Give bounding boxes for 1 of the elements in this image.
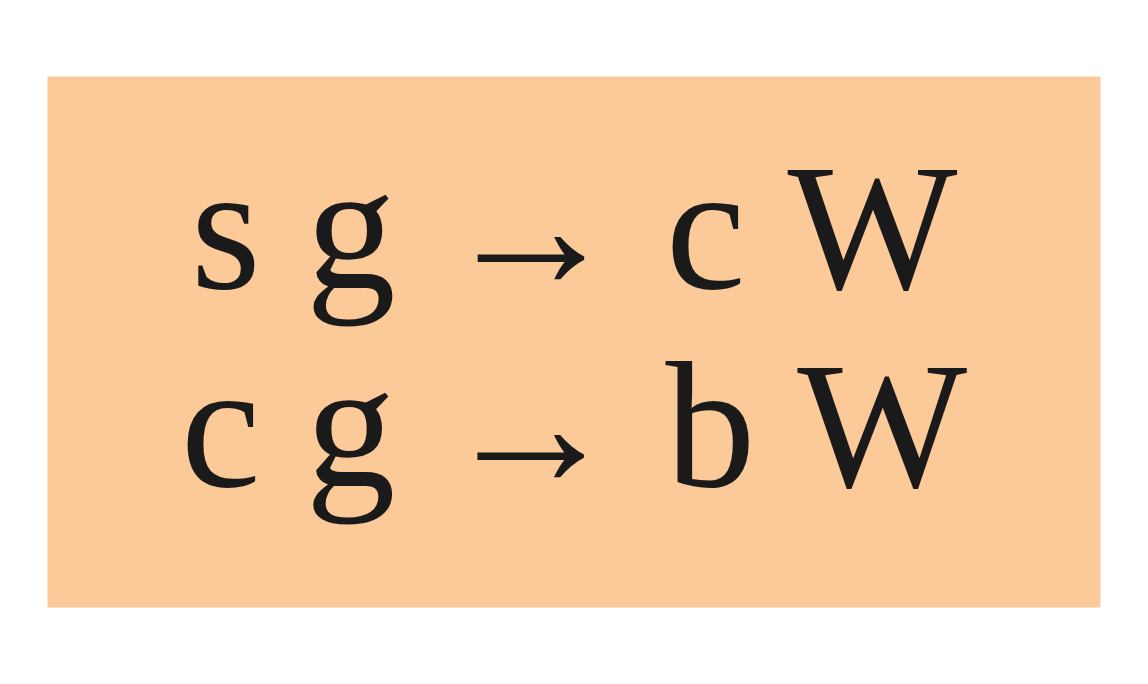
node-box: s g → c W c g → b W [47, 76, 1101, 608]
